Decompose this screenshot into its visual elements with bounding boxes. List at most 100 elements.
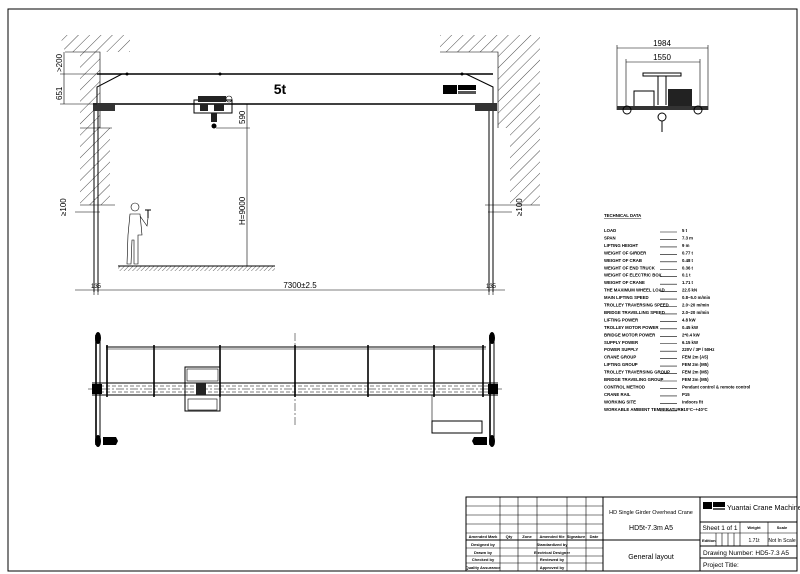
signature-role: Electrical Designer [534, 550, 570, 555]
tech-data-value: 6.15 kW [682, 340, 699, 345]
cross-braces [106, 345, 484, 397]
tech-data-label: WEIGHT OF GIRDER [604, 250, 647, 255]
tech-data-value: 1.71 t [682, 280, 694, 285]
tech-data-value: 9 m [682, 243, 690, 248]
revision-header: Signature [567, 534, 586, 539]
end-truck-wheels [92, 332, 498, 447]
tech-data-value: 2.0~20 m/min [682, 303, 709, 308]
drawing-number: Drawing Number: HD5-7.3 A5 [703, 550, 789, 557]
girder-logo [443, 85, 476, 94]
technical-data-heading: TECHNICAL DATA [604, 213, 641, 218]
tech-data-label: WORKING SITE [604, 399, 636, 404]
plan-view [88, 332, 504, 447]
tech-data-value: 4.8 kW [682, 317, 697, 322]
tech-data-value: FEM 2m (M5) [682, 370, 709, 375]
revision-header: Zone [522, 534, 532, 539]
signature-role: Drawn by [474, 550, 493, 555]
dim-wall-right: ≥100 [515, 198, 524, 216]
signature-role: Quality Assurance [466, 565, 502, 570]
tech-data-value: -10°C~+40°C [682, 407, 708, 412]
tech-data-label: LIFTING POWER [604, 317, 639, 322]
revision-header: Amended file [539, 534, 565, 539]
tech-data-label: TROLLEY TRAVERSING SPEED [604, 303, 669, 308]
tech-data-label: CRANE RAIL [604, 392, 631, 397]
tech-data-label: BRIDGE TRAVELING GROUP [604, 377, 663, 382]
tech-data-value: 0.45 kW [682, 325, 699, 330]
company-logo [703, 502, 725, 510]
tech-data-label: LIFTING GROUP [604, 362, 638, 367]
dim-rail-left: 135 [91, 284, 102, 290]
tech-data-label: MAIN LIFTING SPEED [604, 295, 649, 300]
tech-data-value: FEM 2m (M5) [682, 377, 709, 382]
tech-data-label: TROLLEY MOTOR POWER [604, 325, 659, 330]
runway-columns [93, 105, 494, 292]
sheet-border [7, 8, 798, 572]
dim-overall-width: 1984 [653, 39, 671, 48]
capacity-label: 5t [274, 81, 287, 97]
signature-role: Checked by [472, 557, 495, 562]
end-carriage-left [93, 103, 115, 111]
tech-data-label: WEIGHT OF ELECTRIC BOX [604, 273, 662, 278]
tech-data-value: FEM 2m (A5) [682, 355, 709, 360]
electric-box [431, 420, 483, 434]
tech-data-value: FEM 2m (M5) [682, 362, 709, 367]
dim-hook-offset: 590 [238, 110, 247, 124]
elevation-view: 5t [55, 35, 540, 295]
tech-data-label: WEIGHT OF CRANE [604, 280, 645, 285]
tech-data-value: Indoors fit [682, 399, 704, 404]
project-title: Project Title: [703, 562, 739, 569]
product-name: HD Single Girder Overhead Crane [609, 510, 693, 516]
tech-data-label: LOAD [604, 228, 616, 233]
signature-role: Reviewed by [540, 557, 565, 562]
tech-data-label: CRANE GROUP [604, 355, 636, 360]
tech-data-label: SUPPLY POWER [604, 340, 639, 345]
tech-data-value: 0.77 t [682, 250, 694, 255]
tech-data-value: 0.1 t [682, 273, 691, 278]
dim-clearance-top: >200 [55, 53, 64, 72]
edition-label: Edition [702, 538, 716, 543]
tech-data-value: 2.0~20 m/min [682, 310, 709, 315]
dim-lifting-height: H=9000 [238, 196, 247, 225]
hoist-trolley [193, 95, 233, 129]
dim-rail-right: 135 [486, 284, 497, 290]
dim-girder-height: 651 [55, 86, 64, 100]
revision-header: Amended Mark [469, 534, 498, 539]
right-wall [440, 35, 540, 206]
tech-data-label: BRIDGE MOTOR POWER [604, 332, 656, 337]
dim-wheelbase: 1550 [653, 53, 671, 62]
tech-data-value: 22.5 kN [682, 288, 697, 293]
tech-data-value: 2*0.4 kW [682, 332, 701, 337]
tech-data-label: BRIDGE TRAVELLING SPEED [604, 310, 665, 315]
left-wall [60, 35, 130, 206]
dim-span: 7300±2.5 [283, 281, 317, 290]
tech-data-label: WEIGHT OF END TRUCK [604, 265, 656, 270]
tech-data-value: 220V / 3P / 50Hz [682, 347, 714, 352]
signature-role: Designed by [471, 542, 496, 547]
tech-data-value: 5 t [682, 228, 688, 233]
tech-data-label: THE MAXIMUM WHEEL LOAD [604, 288, 665, 293]
tech-data-label: POWER SUPPLY [604, 347, 638, 352]
tech-data-value: 7.3 m [682, 235, 693, 240]
signature-role: Approved by [540, 565, 565, 570]
dimension-lines [60, 52, 512, 295]
company-name: Yuantai Crane Machinery [727, 503, 800, 512]
tech-data-value: 0.48 t [682, 258, 694, 263]
tech-data-value: 0.8~5.0 m/min [682, 295, 711, 300]
model-number: HD5t-7.3m A5 [629, 525, 673, 532]
dim-wall-left: ≥100 [59, 198, 68, 216]
revision-header: Date [590, 534, 599, 539]
scale-value: Not In Scale [768, 538, 795, 544]
drawing-title: General layout [628, 554, 674, 561]
main-girder [96, 72, 494, 105]
tech-data-value: 0.36 t [682, 265, 694, 270]
operator-figure-icon [126, 202, 151, 265]
end-carriage-right [475, 103, 497, 111]
tech-data-value: P15 [682, 392, 690, 397]
tech-data-label: LIFTING HEIGHT [604, 243, 639, 248]
weight-value: 1.71t [748, 538, 760, 544]
tech-data-value: Pendant control & remote control [682, 384, 750, 389]
side-view: 1984 1550 [616, 39, 709, 132]
plan-trolley [184, 366, 221, 412]
